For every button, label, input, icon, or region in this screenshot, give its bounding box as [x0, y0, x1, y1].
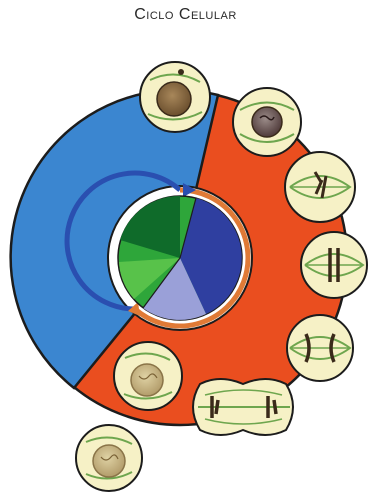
anaphase-cell-icon: [287, 315, 353, 381]
inner-pie-chart: [118, 196, 242, 320]
g1-cell-icon: [76, 425, 142, 491]
prophase-cell-icon: [233, 88, 301, 156]
metaphase-cell-icon: [301, 232, 367, 298]
daughter-cell-icon: [114, 342, 182, 410]
telophase-cell-icon: [193, 379, 293, 435]
interphase-cell-icon: [140, 62, 210, 132]
prometaphase-cell-icon: [285, 152, 355, 222]
